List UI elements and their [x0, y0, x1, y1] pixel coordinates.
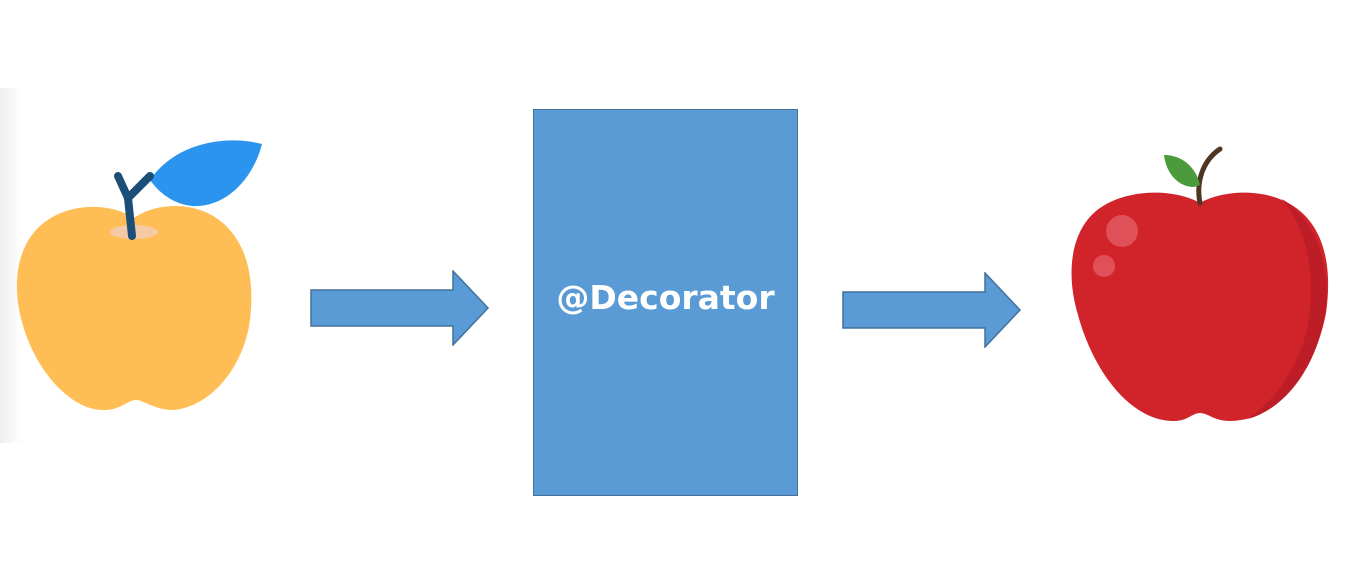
left-edge-shadow	[0, 88, 22, 443]
green-leaf	[1164, 155, 1200, 187]
decorator-label: @Decorator	[556, 278, 775, 317]
red-apple-stem	[1196, 146, 1223, 206]
red-apple-highlight-small	[1093, 255, 1115, 277]
yellow-apple-icon	[16, 140, 262, 411]
arrow-in-icon	[310, 270, 490, 346]
blue-leaf	[150, 140, 262, 207]
decorator-box: @Decorator	[533, 109, 798, 496]
red-apple-highlight-large	[1106, 215, 1138, 247]
yellow-apple-body	[16, 205, 252, 411]
red-apple-shade	[1248, 199, 1327, 419]
red-apple-icon	[1071, 146, 1329, 421]
arrow-out-icon	[842, 272, 1022, 348]
yellow-apple-stem-branch	[124, 172, 154, 202]
red-apple-body	[1071, 192, 1329, 421]
